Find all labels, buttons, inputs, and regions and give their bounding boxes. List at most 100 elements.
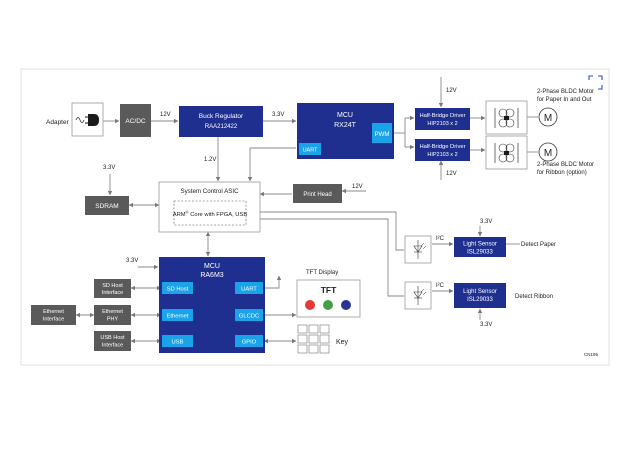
mcu2-title: MCU [204,263,220,270]
v12-buck-label: 1.2V [204,157,216,163]
uart1-port [299,143,321,155]
v33-ls1-label: 3.3V [480,219,492,225]
detect-ribbon-label: Detect Ribbon [515,294,553,300]
acdc-box [120,104,151,137]
tft-display-box [296,279,361,318]
motor2-label-line2: for Ribbon (option) [537,170,587,176]
sdhost-port [162,282,193,294]
wire-asic-ls2 [260,218,404,297]
i2c1-label: I²C [436,236,445,242]
sd-host-interface-box [94,279,131,298]
mosfet-bridge-icon [485,135,528,170]
mcu1-part: RX24T [334,122,357,129]
usb-port [162,335,193,347]
usb-iface-line1: USB Host [100,335,125,341]
hb1-part: HIP2103 x 2 [427,121,457,127]
photodiode-icon [404,235,432,264]
v12-top-label: 12V [446,88,457,94]
ethernet-label: Ethernet [167,314,189,320]
print-head-label: Print Head [303,192,331,198]
v33-ls2-label: 3.3V [480,322,492,328]
eth-phy-line1: Ethernet [102,309,123,315]
detect-paper-label: Detect Paper [521,242,556,248]
light-sensor-1-box [454,237,506,257]
uart2-label: UART [241,287,257,293]
buck-part: RAA212422 [205,124,238,130]
ethernet-port [162,309,193,321]
tft-green-dot [323,300,333,310]
acdc-label: AC/DC [125,118,146,125]
asic-title: System Control ASIC [180,188,239,195]
wire-uart-asic [247,147,296,182]
v33-buck-label: 3.3V [272,112,284,118]
sdram-label: SDRAM [95,203,118,210]
i2c2-label: I²C [436,283,445,289]
tft-display-label: TFT Display [306,270,338,276]
motor1-glyph: M [544,113,552,124]
print-head-box [293,184,342,203]
sdram-box [85,196,129,215]
pwm-port [372,123,392,143]
diagram-code: CN195 [584,352,599,357]
usb-host-interface-box [94,331,131,351]
photodiode-icon [404,281,432,310]
system-asic-box [158,181,261,233]
hb1-title: Half-Bridge Driver [419,113,465,119]
adapter-label: Adapter [46,119,70,126]
v12-in-label: 12V [160,112,171,118]
wire-uart2 [264,275,282,289]
glcdc-port [235,309,263,321]
v33-sdram-label: 3.3V [103,165,115,171]
tft-label: TFT [321,285,337,295]
usb-label: USB [172,340,184,346]
v12-bot-label: 12V [446,171,457,177]
key-label: Key [336,339,349,346]
mcu1-title: MCU [337,112,353,119]
sdhost-label: SD Host [167,287,189,293]
motor2-label-line1: 2-Phase BLDC Motor [537,162,594,168]
asic-core-box [173,200,247,226]
eth-iface-line1: Ethernet [43,309,64,315]
ls2-title: Light Sensor [463,289,497,295]
pwm-label: PWM [375,132,390,138]
tft-red-dot [305,300,315,310]
wire-asic-ls1 [260,211,404,251]
uart1-label: UART [303,148,319,154]
motor2-glyph: M [544,148,552,159]
eth-phy-line2: PHY [107,317,119,323]
ethernet-phy-box [94,305,131,325]
motor1-label-line1: 2-Phase BLDC Motor [537,89,594,95]
ls1-title: Light Sensor [463,242,497,248]
hb2-part: HIP2103 x 2 [427,152,457,158]
gpio-port [235,335,263,347]
ac-plug-icon [71,102,104,137]
tft-blue-dot [341,300,351,310]
hb2-title: Half-Bridge Driver [419,144,465,150]
eth-iface-line2: Interface [43,317,64,323]
ethernet-interface-box [31,305,76,325]
gpio-label: GPIO [242,340,257,346]
usb-iface-line2: Interface [102,343,123,349]
light-sensor-2-box [454,283,506,308]
sd-iface-line2: Interface [102,290,123,296]
mosfet-bridge-icon [485,100,528,135]
v12-ph-label: 12V [352,184,363,190]
buck-title: Buck Regulator [199,113,244,120]
asic-core-label: ARM® Core with FPGA, USB [173,210,248,219]
mcu2-part: RA6M3 [200,272,223,279]
motor-icon: M [538,107,558,127]
buck-regulator-box [179,106,263,137]
uart2-port [235,282,263,294]
glcdc-label: GLCDC [239,314,259,320]
half-bridge-2-box [415,139,470,161]
motor1-label-line2: for Paper In and Out [537,97,592,103]
half-bridge-1-box [415,108,470,130]
v33-mcu2-label: 3.3V [126,258,138,264]
sd-iface-line1: SD Host [102,283,123,289]
ls2-part: ISL29033 [467,297,493,303]
motor-icon: M [538,142,558,162]
expand-corner-icon[interactable] [588,75,603,90]
ls1-part: ISL29033 [467,250,493,256]
